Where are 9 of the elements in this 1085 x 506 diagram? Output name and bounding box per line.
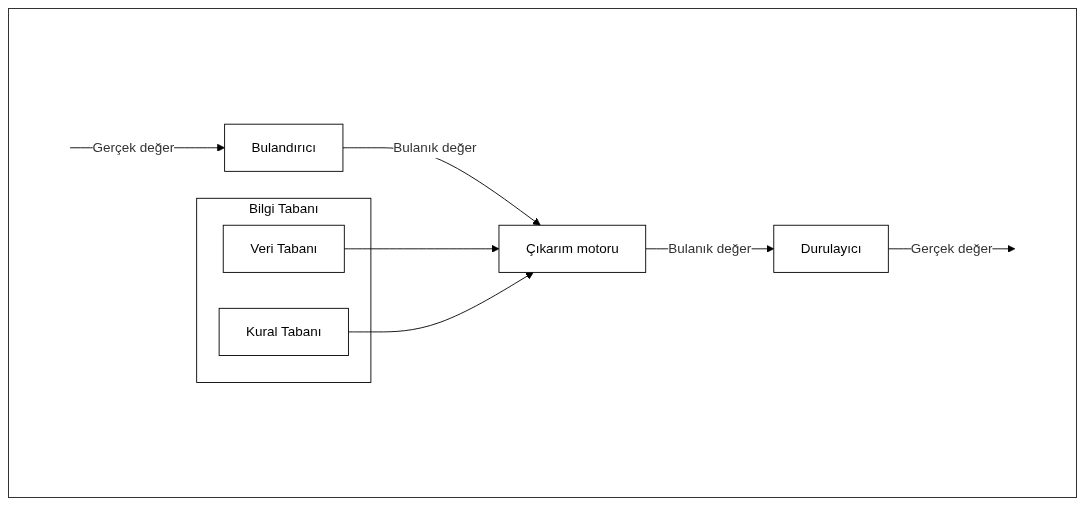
edge-label: Gerçek değer — [92, 139, 175, 155]
edge-label: Bulanık değer — [393, 139, 477, 155]
node-box: Çıkarım motoru — [498, 224, 647, 273]
node-box: Bulandırıcı — [224, 123, 344, 172]
edge-label: Bulanık değer — [668, 240, 752, 256]
node-box: Veri Tabanı — [222, 224, 345, 273]
edge-label: Gerçek değer — [910, 240, 993, 256]
node-box: Durulayıcı — [773, 224, 889, 273]
node-box: Kural Tabanı — [218, 307, 349, 356]
